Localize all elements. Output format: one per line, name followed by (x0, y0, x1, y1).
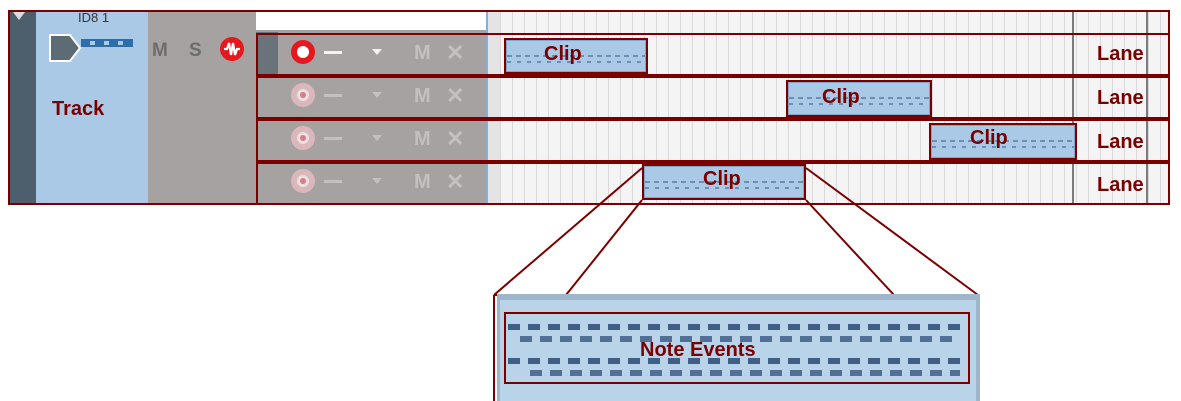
lane-label: Lane (1097, 174, 1144, 196)
record-icon[interactable] (291, 40, 315, 64)
note-event-row (508, 358, 968, 364)
record-icon[interactable] (291, 83, 315, 107)
track-side-strip (8, 10, 36, 205)
clip[interactable] (788, 82, 930, 115)
lane-volume-bar[interactable] (324, 94, 342, 97)
waveform-icon[interactable] (219, 36, 245, 62)
triangle-down-icon[interactable] (13, 12, 25, 20)
lane-mute-button[interactable]: M (414, 128, 431, 150)
note-events-frame (504, 312, 970, 384)
chevron-down-icon[interactable] (372, 92, 382, 98)
chevron-down-icon[interactable] (372, 135, 382, 141)
clip-frame (642, 164, 806, 200)
clip-label: Clip (970, 127, 1008, 149)
note-event-row (520, 336, 960, 342)
zoomed-clip-body (500, 300, 976, 401)
lane-volume-bar[interactable] (324, 51, 342, 54)
instrument-arrow-icon[interactable] (48, 33, 138, 63)
lane-frame (256, 162, 1170, 205)
lane-volume-bar[interactable] (324, 137, 342, 140)
close-icon[interactable]: ✕ (446, 169, 465, 194)
chevron-down-icon[interactable] (372, 178, 382, 184)
clip[interactable] (506, 40, 646, 72)
clip-label: Clip (822, 86, 860, 108)
lane-control-row: M ✕ (256, 32, 488, 75)
lane-control-row: M ✕ (256, 161, 488, 204)
lane-label: Lane (1097, 87, 1144, 109)
clip-label: Clip (544, 43, 582, 65)
lane-frame (256, 76, 1170, 119)
track-solo-button[interactable]: S (189, 40, 202, 61)
grid-bar-line (1072, 10, 1074, 205)
timeline-gutter (488, 10, 500, 205)
lane-mute-button[interactable]: M (414, 171, 431, 193)
chevron-down-icon[interactable] (372, 49, 382, 55)
record-icon[interactable] (291, 126, 315, 150)
note-event-row (530, 370, 960, 376)
note-events-label: Note Events (640, 339, 756, 361)
lane-label: Lane (1097, 43, 1144, 65)
track-name[interactable]: ID8 1 (78, 10, 110, 25)
lane-frame (256, 119, 1170, 162)
close-icon[interactable]: ✕ (446, 126, 465, 151)
note-event-row (508, 324, 968, 330)
lane-control-row: M ✕ (256, 118, 488, 161)
clip-label: Clip (703, 168, 741, 190)
lane-volume-bar[interactable] (324, 180, 342, 183)
lane-control-row: M ✕ (256, 75, 488, 118)
lane-frame (256, 33, 1170, 76)
track-mute-button[interactable]: M (152, 40, 168, 61)
track-label: Track (52, 98, 105, 120)
lane-mute-button[interactable]: M (414, 85, 431, 107)
grid-bar-line (1146, 10, 1148, 205)
clip-frame (929, 123, 1077, 160)
lane-label: Lane (1097, 131, 1144, 153)
lane-mute-button[interactable]: M (414, 42, 431, 64)
close-icon[interactable]: ✕ (446, 83, 465, 108)
close-icon[interactable]: ✕ (446, 40, 465, 65)
clip-frame (786, 80, 932, 117)
clip[interactable] (931, 125, 1075, 158)
clip[interactable] (644, 166, 804, 198)
clip-frame (504, 38, 648, 74)
lane-select-strip[interactable] (256, 32, 278, 75)
record-icon[interactable] (291, 169, 315, 193)
track-divider[interactable] (486, 10, 488, 205)
